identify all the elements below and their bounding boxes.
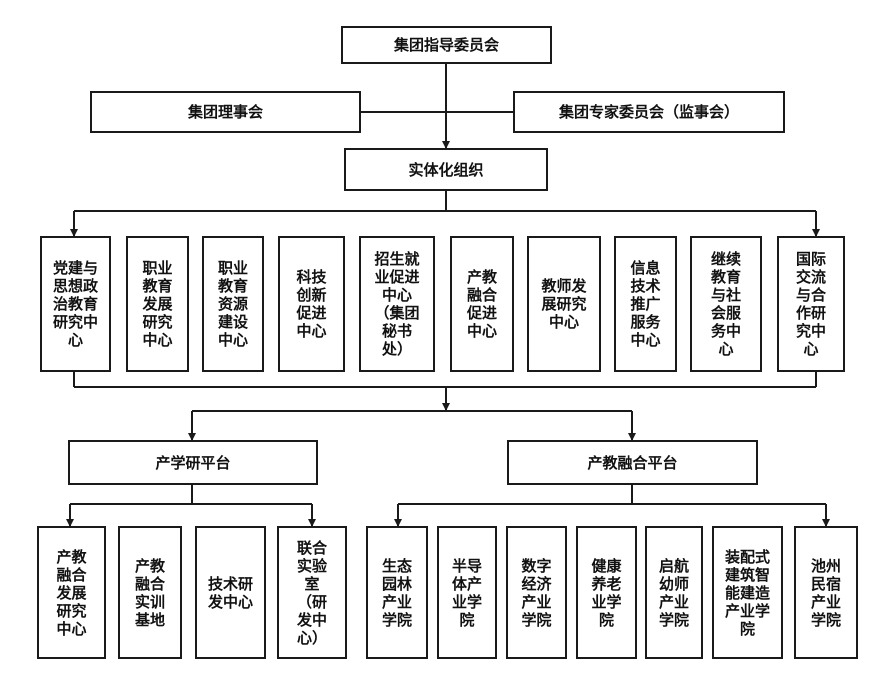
- integration-platform-label: 产教融合平台: [587, 453, 678, 472]
- center-box-international-exchange: 国际 交流 与合 作研 究中 心: [777, 236, 845, 372]
- college-box: 生态 园林 产业 学院: [366, 526, 428, 659]
- research-unit-box: 产教 融合 实训 基地: [118, 526, 182, 659]
- entity-organization-box: 实体化组织: [344, 148, 548, 191]
- research-unit-box: 技术研 发中心: [195, 526, 266, 659]
- integration-platform-box: 产教融合平台: [507, 440, 758, 485]
- center-box-education-resources: 职业 教育 资源 建设 中心: [202, 236, 264, 372]
- expert-committee-box: 集团专家委员会（监事会）: [513, 91, 785, 133]
- research-platform-label: 产学研平台: [155, 453, 231, 472]
- entity-organization-label: 实体化组织: [408, 160, 484, 179]
- center-label: 国际 交流 与合 作研 究中 心: [795, 250, 826, 358]
- center-box-teacher-development: 教师发 展研究 中心: [527, 236, 601, 372]
- college-label: 数字 经济 产业 学院: [521, 556, 552, 629]
- center-label: 继续 教育 与社 会服 务中 心: [710, 250, 741, 358]
- center-label: 教师发 展研究 中心: [541, 277, 587, 331]
- center-box-party-building: 党建与 思想政 治教育 研究中 心: [40, 236, 111, 372]
- center-box-tech-innovation: 科技 创新 促进 中心: [278, 236, 345, 372]
- center-box-industry-education: 产教 融合 促进 中心: [450, 236, 514, 372]
- center-label: 产教 融合 促进 中心: [466, 268, 497, 340]
- research-unit-label: 产教 融合 发展 研究 中心: [56, 547, 87, 638]
- college-label: 健康 养老 业学 院: [591, 556, 622, 629]
- center-label: 招生就 业促进 中心 （集团 秘书 处）: [374, 250, 420, 358]
- board-label: 集团理事会: [187, 103, 263, 121]
- college-box: 池州 民宿 产业 学院: [794, 526, 858, 659]
- center-label: 信息 技术 推广 服务 中心: [630, 259, 661, 349]
- research-unit-label: 技术研 发中心: [207, 574, 253, 611]
- center-label: 党建与 思想政 治教育 研究中 心: [52, 259, 98, 349]
- research-unit-box: 联合 实验 室 （研 发中 心）: [277, 526, 347, 659]
- college-box: 健康 养老 业学 院: [576, 526, 637, 659]
- college-box: 数字 经济 产业 学院: [506, 526, 567, 659]
- center-label: 职业 教育 发展 研究 中心: [142, 259, 173, 349]
- college-label: 半导 体产 业学 院: [451, 556, 482, 629]
- college-box: 启航 幼师 产业 学院: [645, 526, 703, 659]
- board-box: 集团理事会: [90, 91, 361, 133]
- guidance-committee-label: 集团指导委员会: [393, 36, 499, 54]
- college-label: 池州 民宿 产业 学院: [810, 556, 841, 629]
- expert-committee-label: 集团专家委员会（监事会）: [558, 103, 739, 121]
- center-box-it-promotion: 信息 技术 推广 服务 中心: [614, 236, 677, 372]
- center-label: 科技 创新 促进 中心: [296, 268, 327, 340]
- college-label: 生态 园林 产业 学院: [381, 556, 412, 629]
- college-box: 装配式 建筑智 能建造 产业学 院: [712, 526, 783, 659]
- college-label: 装配式 建筑智 能建造 产业学 院: [724, 547, 770, 638]
- college-box: 半导 体产 业学 院: [437, 526, 497, 659]
- college-label: 启航 幼师 产业 学院: [658, 556, 689, 629]
- center-label: 职业 教育 资源 建设 中心: [217, 259, 248, 349]
- research-unit-label: 联合 实验 室 （研 发中 心）: [296, 538, 327, 647]
- center-box-vocational-development: 职业 教育 发展 研究 中心: [126, 236, 189, 372]
- guidance-committee-box: 集团指导委员会: [341, 26, 552, 64]
- research-platform-box: 产学研平台: [68, 440, 318, 485]
- research-unit-label: 产教 融合 实训 基地: [134, 556, 165, 629]
- center-box-enrollment: 招生就 业促进 中心 （集团 秘书 处）: [359, 236, 435, 372]
- center-box-continuing-education: 继续 教育 与社 会服 务中 心: [690, 236, 762, 372]
- research-unit-box: 产教 融合 发展 研究 中心: [37, 526, 106, 659]
